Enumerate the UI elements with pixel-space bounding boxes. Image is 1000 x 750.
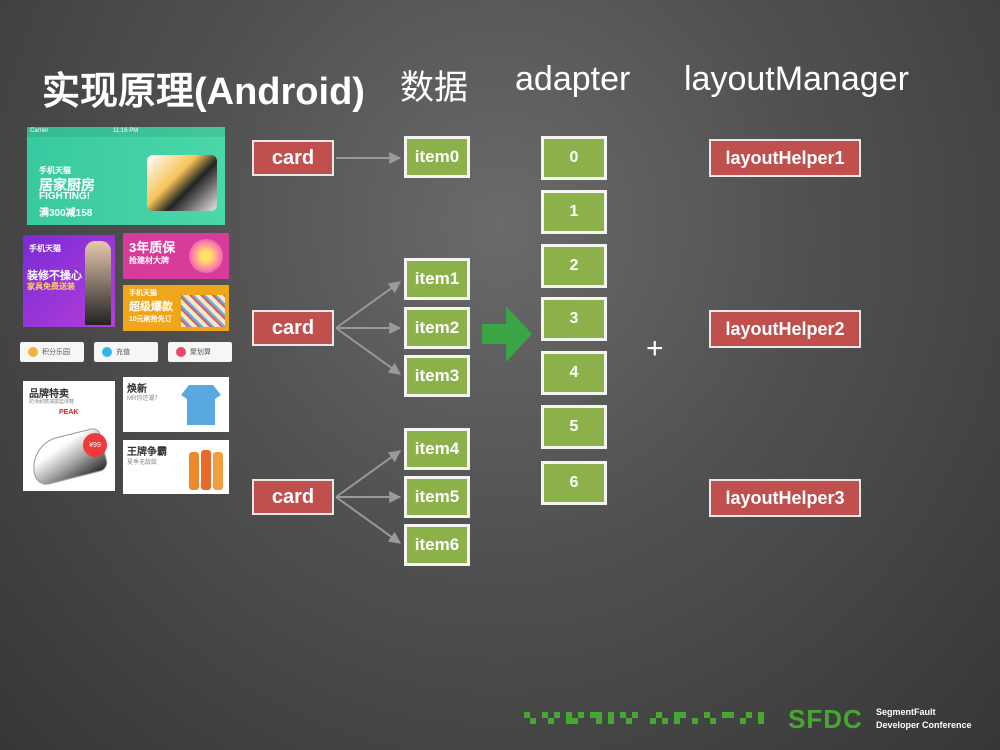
plus-sign: +	[646, 332, 664, 365]
shortcut-label: 积分乐园	[42, 349, 70, 356]
purple-line2: 家具免费送装	[27, 282, 75, 291]
shoe-title: 品牌特卖	[29, 389, 69, 400]
column-header-data: 数据	[400, 69, 468, 107]
lollipop-image	[189, 239, 223, 273]
adapter-index-5: 5	[541, 405, 607, 449]
promo-warranty-thumbnail: 3年质保 抢建材大牌	[123, 233, 229, 279]
bottle-image	[201, 450, 211, 490]
tshirt-image	[181, 385, 221, 425]
big-green-arrow	[482, 306, 532, 362]
adapter-index-4: 4	[541, 351, 607, 395]
card-2: card	[252, 310, 334, 346]
banner-thumbnail: Carrier 11:16 PM 手机天猫 居家厨房 FIGHTING! 满30…	[27, 127, 225, 225]
column-header-adapter: adapter	[515, 60, 631, 98]
orange-line2: 10元刷抢先订	[129, 316, 172, 323]
status-time: 11:16 PM	[113, 128, 139, 134]
connector-card3-item6	[335, 496, 401, 544]
price-badge: ¥99	[83, 433, 107, 457]
shortcut-juhuasuan: 聚划算	[168, 342, 232, 362]
bottle-title: 王牌争霸	[127, 447, 167, 458]
adapter-index-2: 2	[541, 244, 607, 288]
orange-line1: 超级爆款	[129, 301, 173, 313]
banner-line1: 居家厨房	[39, 177, 95, 193]
adapter-index-6: 6	[541, 461, 607, 505]
shortcut-recharge: 充值	[94, 342, 158, 362]
purple-line1: 装修不操心	[27, 270, 82, 282]
footer-line1: SegmentFault	[876, 707, 936, 717]
sfdc-logo: SFDC	[788, 704, 863, 734]
connector-card2-item1	[335, 281, 401, 329]
adapter-index-3: 3	[541, 297, 607, 341]
recharge-icon	[102, 347, 112, 357]
shirt-sub: MR你还潮？	[127, 396, 161, 402]
item-2: item2	[404, 307, 470, 349]
layout-helper-2: layoutHelper2	[709, 310, 861, 348]
shoe-brand-logo: PEAK	[59, 409, 79, 416]
brand-battle-thumbnail: 王牌争霸 夏季无敌蚊	[123, 440, 229, 494]
item-4: item4	[404, 428, 470, 470]
adapter-index-0: 0	[541, 136, 607, 180]
connector-card3-item4	[335, 450, 401, 498]
shoe-sub: 防滑耐磨减震篮球鞋	[29, 399, 75, 405]
bottle-sub: 夏季无敌蚊	[127, 460, 158, 466]
footer-line2: Developer Conference	[876, 720, 972, 730]
new-arrival-thumbnail: 焕新 MR你还潮？	[123, 377, 229, 432]
promo-furniture-thumbnail: 手机天猫 装修不操心 家具免费送装	[23, 235, 115, 327]
item-6: item6	[404, 524, 470, 566]
banner-line3: 满300减158	[39, 208, 93, 219]
item-3: item3	[404, 355, 470, 397]
item-5: item5	[404, 476, 470, 518]
layout-helper-1: layoutHelper1	[709, 139, 861, 177]
footer-pixel-pattern	[524, 712, 764, 724]
footer-conference-name: SegmentFault Developer Conference	[876, 706, 972, 732]
banner-line2: FIGHTING!	[39, 191, 91, 202]
shortcut-label: 充值	[116, 349, 130, 356]
item-0: item0	[404, 136, 470, 178]
juhuasuan-icon	[176, 347, 186, 357]
shoe-sale-thumbnail: 品牌特卖 防滑耐磨减震篮球鞋 PEAK ¥99	[23, 381, 115, 491]
slide-title: 实现原理(Android)	[42, 71, 365, 113]
points-icon	[28, 347, 38, 357]
card-1: card	[252, 140, 334, 176]
bottle-image	[213, 452, 223, 490]
purple-brand: 手机天猫	[29, 244, 61, 253]
adapter-index-1: 1	[541, 190, 607, 234]
shirt-title: 焕新	[127, 384, 147, 395]
item-1: item1	[404, 258, 470, 300]
bottle-image	[189, 452, 199, 490]
orange-brand: 手机天猫	[129, 290, 157, 297]
bedding-image	[181, 295, 225, 327]
status-carrier: Carrier	[30, 128, 49, 134]
shortcut-label: 聚划算	[190, 349, 211, 356]
banner-brand: 手机天猫	[39, 166, 71, 175]
shortcut-points-park: 积分乐园	[20, 342, 84, 362]
column-header-layout-manager: layoutManager	[684, 60, 909, 98]
status-bar: Carrier 11:16 PM	[27, 127, 225, 137]
pink-line1: 3年质保	[129, 240, 176, 255]
layout-helper-3: layoutHelper3	[709, 479, 861, 517]
connector-card2-item3	[335, 327, 401, 375]
model-image	[85, 241, 111, 325]
card-3: card	[252, 479, 334, 515]
banner-product-image	[147, 155, 217, 211]
promo-hot-items-thumbnail: 手机天猫 超级爆款 10元刷抢先订	[123, 285, 229, 331]
pink-line2: 抢建材大牌	[129, 256, 169, 265]
